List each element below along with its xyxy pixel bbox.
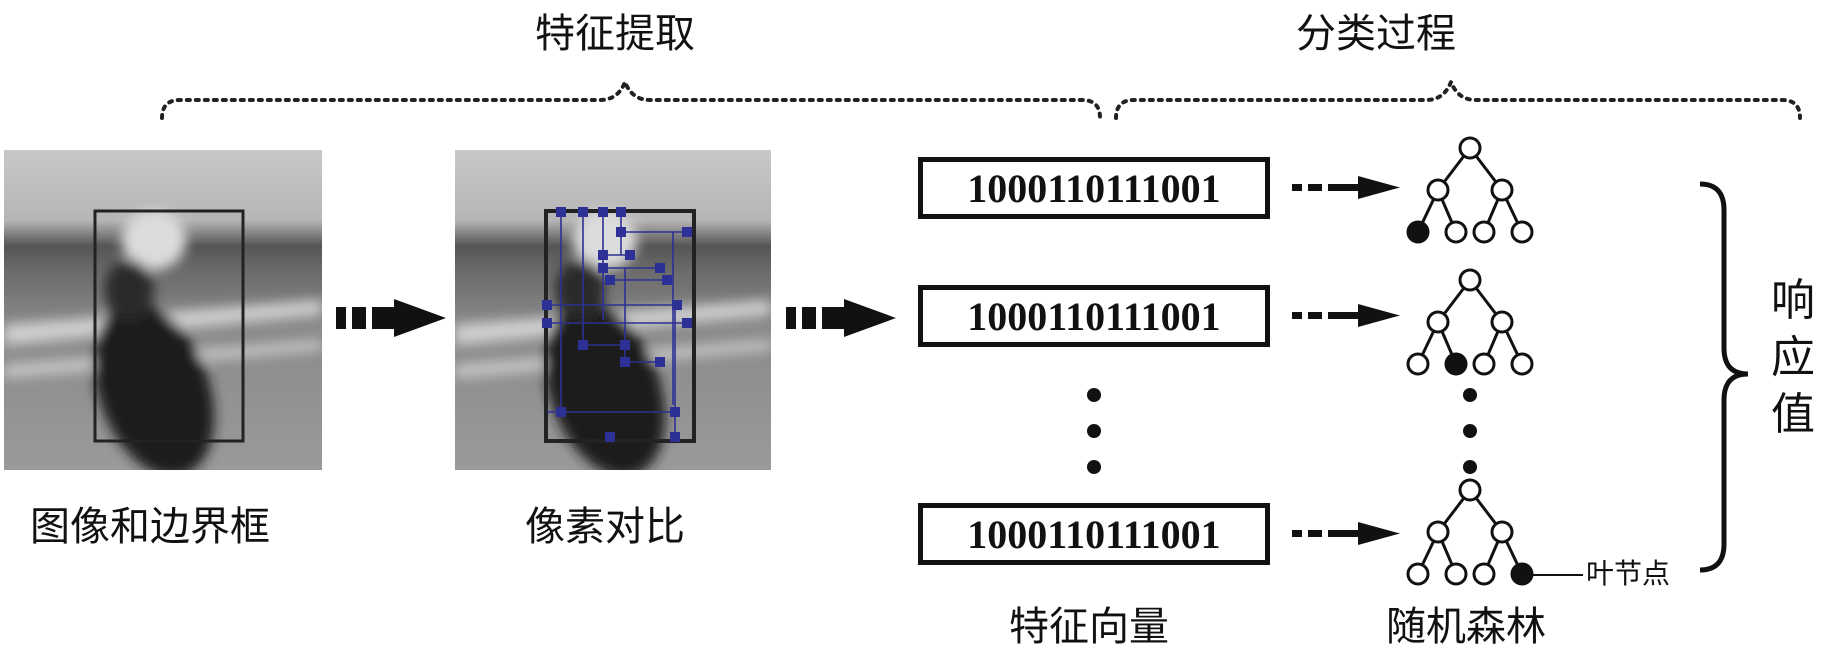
thick-dashed-arrow-icon [786, 299, 896, 337]
pixel-comparison-image [455, 150, 771, 470]
binary-tree-icon [1406, 478, 1534, 586]
leaf-node-label: 叶节点 [1586, 557, 1671, 590]
image-bbox-label: 图像和边界框 [30, 504, 270, 550]
response-brace [1699, 181, 1749, 573]
pixel-comparison-label: 像素对比 [525, 504, 685, 550]
motorcycle-image [4, 150, 322, 470]
binary-tree-icon [1406, 268, 1534, 376]
brace-feature-extraction [160, 76, 1102, 120]
dashed-arrow-icon [1292, 522, 1400, 545]
random-forest-label: 随机森林 [1386, 604, 1546, 650]
dashed-arrow-icon [1292, 176, 1400, 199]
response-char: 值 [1771, 389, 1815, 441]
leaf-callout-line [1533, 574, 1583, 576]
header-feature-extraction: 特征提取 [535, 11, 695, 57]
binary-tree-icon [1406, 136, 1534, 244]
response-char: 应 [1771, 332, 1815, 384]
header-classification: 分类过程 [1296, 11, 1456, 57]
brace-classification [1114, 76, 1802, 120]
feature-vector-label: 特征向量 [1009, 604, 1169, 650]
feature-vector-2: 1000110111001 [918, 285, 1270, 347]
motorcycle-photo-graphic [4, 150, 322, 470]
feature-vector-3: 1000110111001 [918, 503, 1270, 565]
feature-vector-1: 1000110111001 [918, 157, 1270, 219]
response-value-label: 响 应 值 [1768, 272, 1818, 444]
tree-ellipsis [1463, 388, 1477, 496]
dashed-arrow-icon [1292, 304, 1400, 327]
thick-dashed-arrow-icon [336, 299, 446, 337]
pixel-comparison-graphic [455, 150, 771, 470]
vector-ellipsis [1087, 388, 1101, 496]
response-char: 响 [1771, 275, 1815, 326]
